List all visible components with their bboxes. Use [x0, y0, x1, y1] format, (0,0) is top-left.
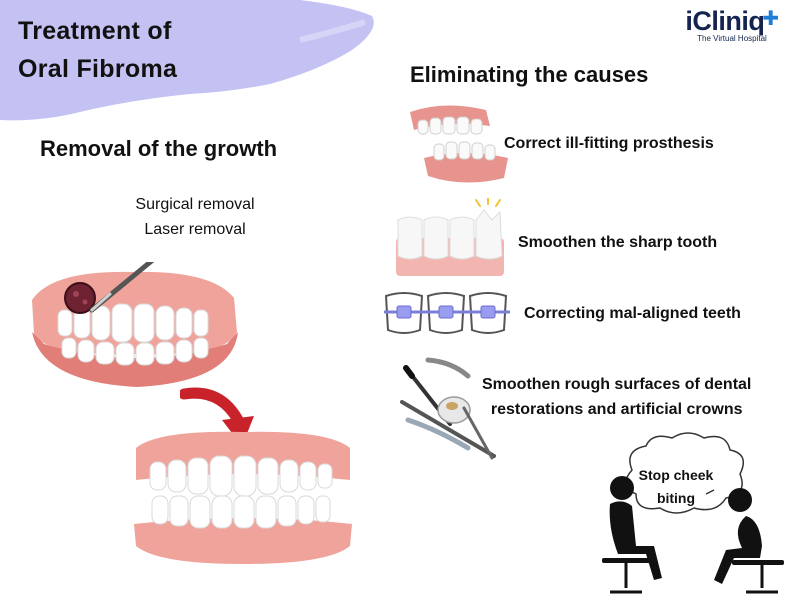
cause-rough-surfaces: Smoothen rough surfaces of dental restor…: [482, 372, 751, 422]
healthy-teeth-icon: [134, 431, 352, 564]
removal-heading: Removal of the growth: [40, 136, 278, 161]
sharp-tooth-icon: [396, 198, 504, 276]
bubble-line-2: biting: [656, 490, 696, 506]
person-right-icon: [714, 488, 784, 594]
title-line-2: Oral Fibroma: [18, 55, 178, 83]
dental-instruments-icon: [400, 357, 496, 460]
causes-heading: Eliminating the causes: [410, 62, 649, 87]
thought-bubble: [625, 432, 745, 514]
cause-rough-surfaces-line-2: restorations and artificial crowns: [490, 401, 743, 418]
brand-logo: iCliniq✚ The Virtual Hospital: [672, 6, 792, 43]
removal-methods: Surgical removal Laser removal: [80, 192, 310, 242]
method-laser: Laser removal: [144, 221, 246, 238]
denture-icon: [410, 105, 508, 183]
brand-tagline: The Virtual Hospital: [697, 34, 767, 43]
person-left-icon: [602, 476, 662, 594]
title-brush-background: [0, 0, 374, 121]
braces-icon: [384, 292, 510, 334]
cause-mal-aligned: Correcting mal-aligned teeth: [524, 305, 741, 322]
page-title: Treatment of Oral Fibroma: [18, 12, 177, 88]
teeth-with-fibroma-icon: [32, 262, 238, 387]
curved-arrow-icon: [180, 387, 254, 446]
thought-bubble-text: Stop cheek biting: [628, 464, 724, 510]
method-surgical: Surgical removal: [135, 196, 255, 213]
title-line-1: Treatment of: [18, 17, 172, 45]
cause-rough-surfaces-line-1: Smoothen rough surfaces of dental: [482, 376, 752, 393]
brand-name: iCliniq: [685, 6, 765, 36]
cause-sharp-tooth: Smoothen the sharp tooth: [518, 234, 718, 251]
fibroma-growth: [64, 282, 96, 314]
consultation-illustration: [602, 432, 784, 594]
cause-prosthesis: Correct ill-fitting prosthesis: [504, 135, 714, 152]
bubble-line-1: Stop cheek: [638, 467, 714, 483]
plus-icon: ✚: [762, 8, 779, 30]
